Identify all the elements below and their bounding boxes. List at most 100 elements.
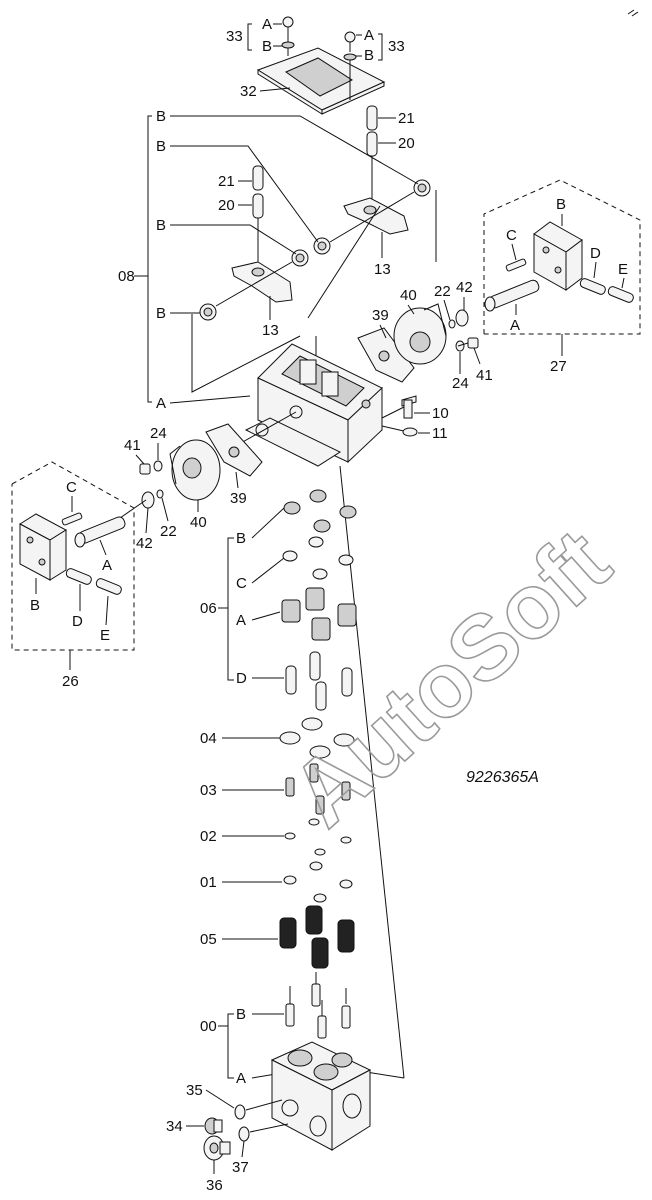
label-B-33-right: B	[364, 47, 374, 64]
label-20-left: 20	[218, 197, 235, 214]
label-D-27: D	[590, 245, 601, 262]
block-B-26	[19, 513, 67, 581]
upper-housing	[244, 343, 383, 467]
spools-00B	[285, 972, 351, 1039]
label-00: 00	[200, 1018, 217, 1035]
label-B-27: B	[556, 196, 566, 213]
label-21-left: 21	[218, 173, 235, 190]
washers-02	[284, 818, 352, 856]
label-13-lower: 13	[262, 322, 279, 339]
bushing-1	[413, 179, 431, 197]
pin-C-27	[505, 258, 527, 272]
label-22-left: 22	[160, 523, 177, 540]
label-A-06: A	[236, 612, 246, 629]
oring-35	[234, 1104, 246, 1120]
washer-24-left	[153, 460, 163, 472]
label-26: 26	[62, 673, 79, 690]
discs-06C	[282, 536, 354, 580]
washer-11	[402, 427, 418, 437]
label-A-27: A	[510, 317, 520, 334]
pushers-06D	[285, 651, 353, 711]
label-33-right: 33	[388, 38, 405, 55]
label-41-right: 41	[476, 367, 493, 384]
label-34: 34	[166, 1118, 183, 1135]
bushing-3	[291, 249, 309, 267]
oring-42-left	[141, 491, 155, 509]
oring-42-right	[455, 309, 469, 327]
seal-rings-06B	[283, 489, 357, 533]
label-41-left: 41	[124, 437, 141, 454]
label-06: 06	[200, 600, 217, 617]
kit-26-box	[11, 461, 135, 651]
label-A-08: A	[156, 395, 166, 412]
label-22-right: 22	[434, 283, 451, 300]
label-08: 08	[118, 268, 135, 285]
label-20-right: 20	[398, 135, 415, 152]
shaft-A-26	[74, 516, 126, 548]
label-27: 27	[550, 358, 567, 375]
label-D-26: D	[72, 613, 83, 630]
springs-05	[279, 905, 355, 969]
label-40-right: 40	[400, 287, 417, 304]
seal-22-right	[448, 319, 456, 329]
label-B-33-left: B	[262, 38, 272, 55]
gasket-39-right	[357, 327, 415, 383]
cover-bolt-left	[281, 16, 295, 56]
label-36: 36	[206, 1177, 223, 1194]
label-37: 37	[232, 1159, 249, 1176]
bushing-4	[199, 303, 217, 321]
label-39-right: 39	[372, 307, 389, 324]
label-A-00: A	[236, 1070, 246, 1087]
label-B-26: B	[30, 597, 40, 614]
cam-40-right	[393, 303, 447, 365]
screw-41-left	[139, 463, 151, 475]
label-11: 11	[432, 425, 448, 442]
cam-40-left	[169, 439, 221, 501]
label-A-33-right: A	[364, 27, 374, 44]
label-10: 10	[432, 405, 449, 422]
label-B-08-4: B	[156, 305, 166, 322]
label-42-right: 42	[456, 279, 473, 296]
label-21-right: 21	[398, 110, 415, 127]
valve-body	[270, 1041, 372, 1151]
label-01: 01	[200, 874, 217, 891]
plug-36	[203, 1135, 231, 1161]
block-B-27	[533, 221, 583, 291]
pin-20-left	[252, 193, 264, 219]
seal-22-left	[156, 489, 164, 499]
label-02: 02	[200, 828, 217, 845]
label-B-00: B	[236, 1006, 246, 1023]
label-04: 04	[200, 730, 217, 747]
label-E-26: E	[100, 627, 110, 644]
pin-C-26	[61, 512, 83, 526]
shaft-A-27	[484, 279, 540, 312]
label-24-left: 24	[150, 425, 167, 442]
pin-E-26	[95, 578, 122, 595]
corner-mark	[627, 9, 639, 17]
pin-21-right	[366, 105, 378, 131]
watermark-text: AutoSoft	[272, 510, 629, 846]
drawing-code: 9226365A	[466, 769, 539, 786]
screw-41-right	[457, 337, 479, 349]
washers-01	[283, 861, 353, 903]
label-C-26: C	[66, 479, 77, 496]
pin-D-26	[65, 568, 92, 585]
bracket-08	[134, 115, 152, 403]
plugs-06A	[281, 587, 357, 641]
label-03: 03	[200, 782, 217, 799]
washers-04	[279, 717, 355, 759]
pin-21-left	[252, 165, 264, 191]
label-B-08-3: B	[156, 217, 166, 234]
label-B-08-1: B	[156, 108, 166, 125]
oring-37	[238, 1126, 250, 1142]
label-42-left: 42	[136, 535, 153, 552]
label-B-08-2: B	[156, 138, 166, 155]
bracket-00	[218, 1013, 234, 1079]
lever-13-upper	[343, 197, 409, 235]
plug-34	[204, 1117, 223, 1135]
pin-E-27	[607, 286, 634, 303]
label-24-right: 24	[452, 375, 469, 392]
label-E-27: E	[618, 261, 628, 278]
label-C-06: C	[236, 575, 247, 592]
